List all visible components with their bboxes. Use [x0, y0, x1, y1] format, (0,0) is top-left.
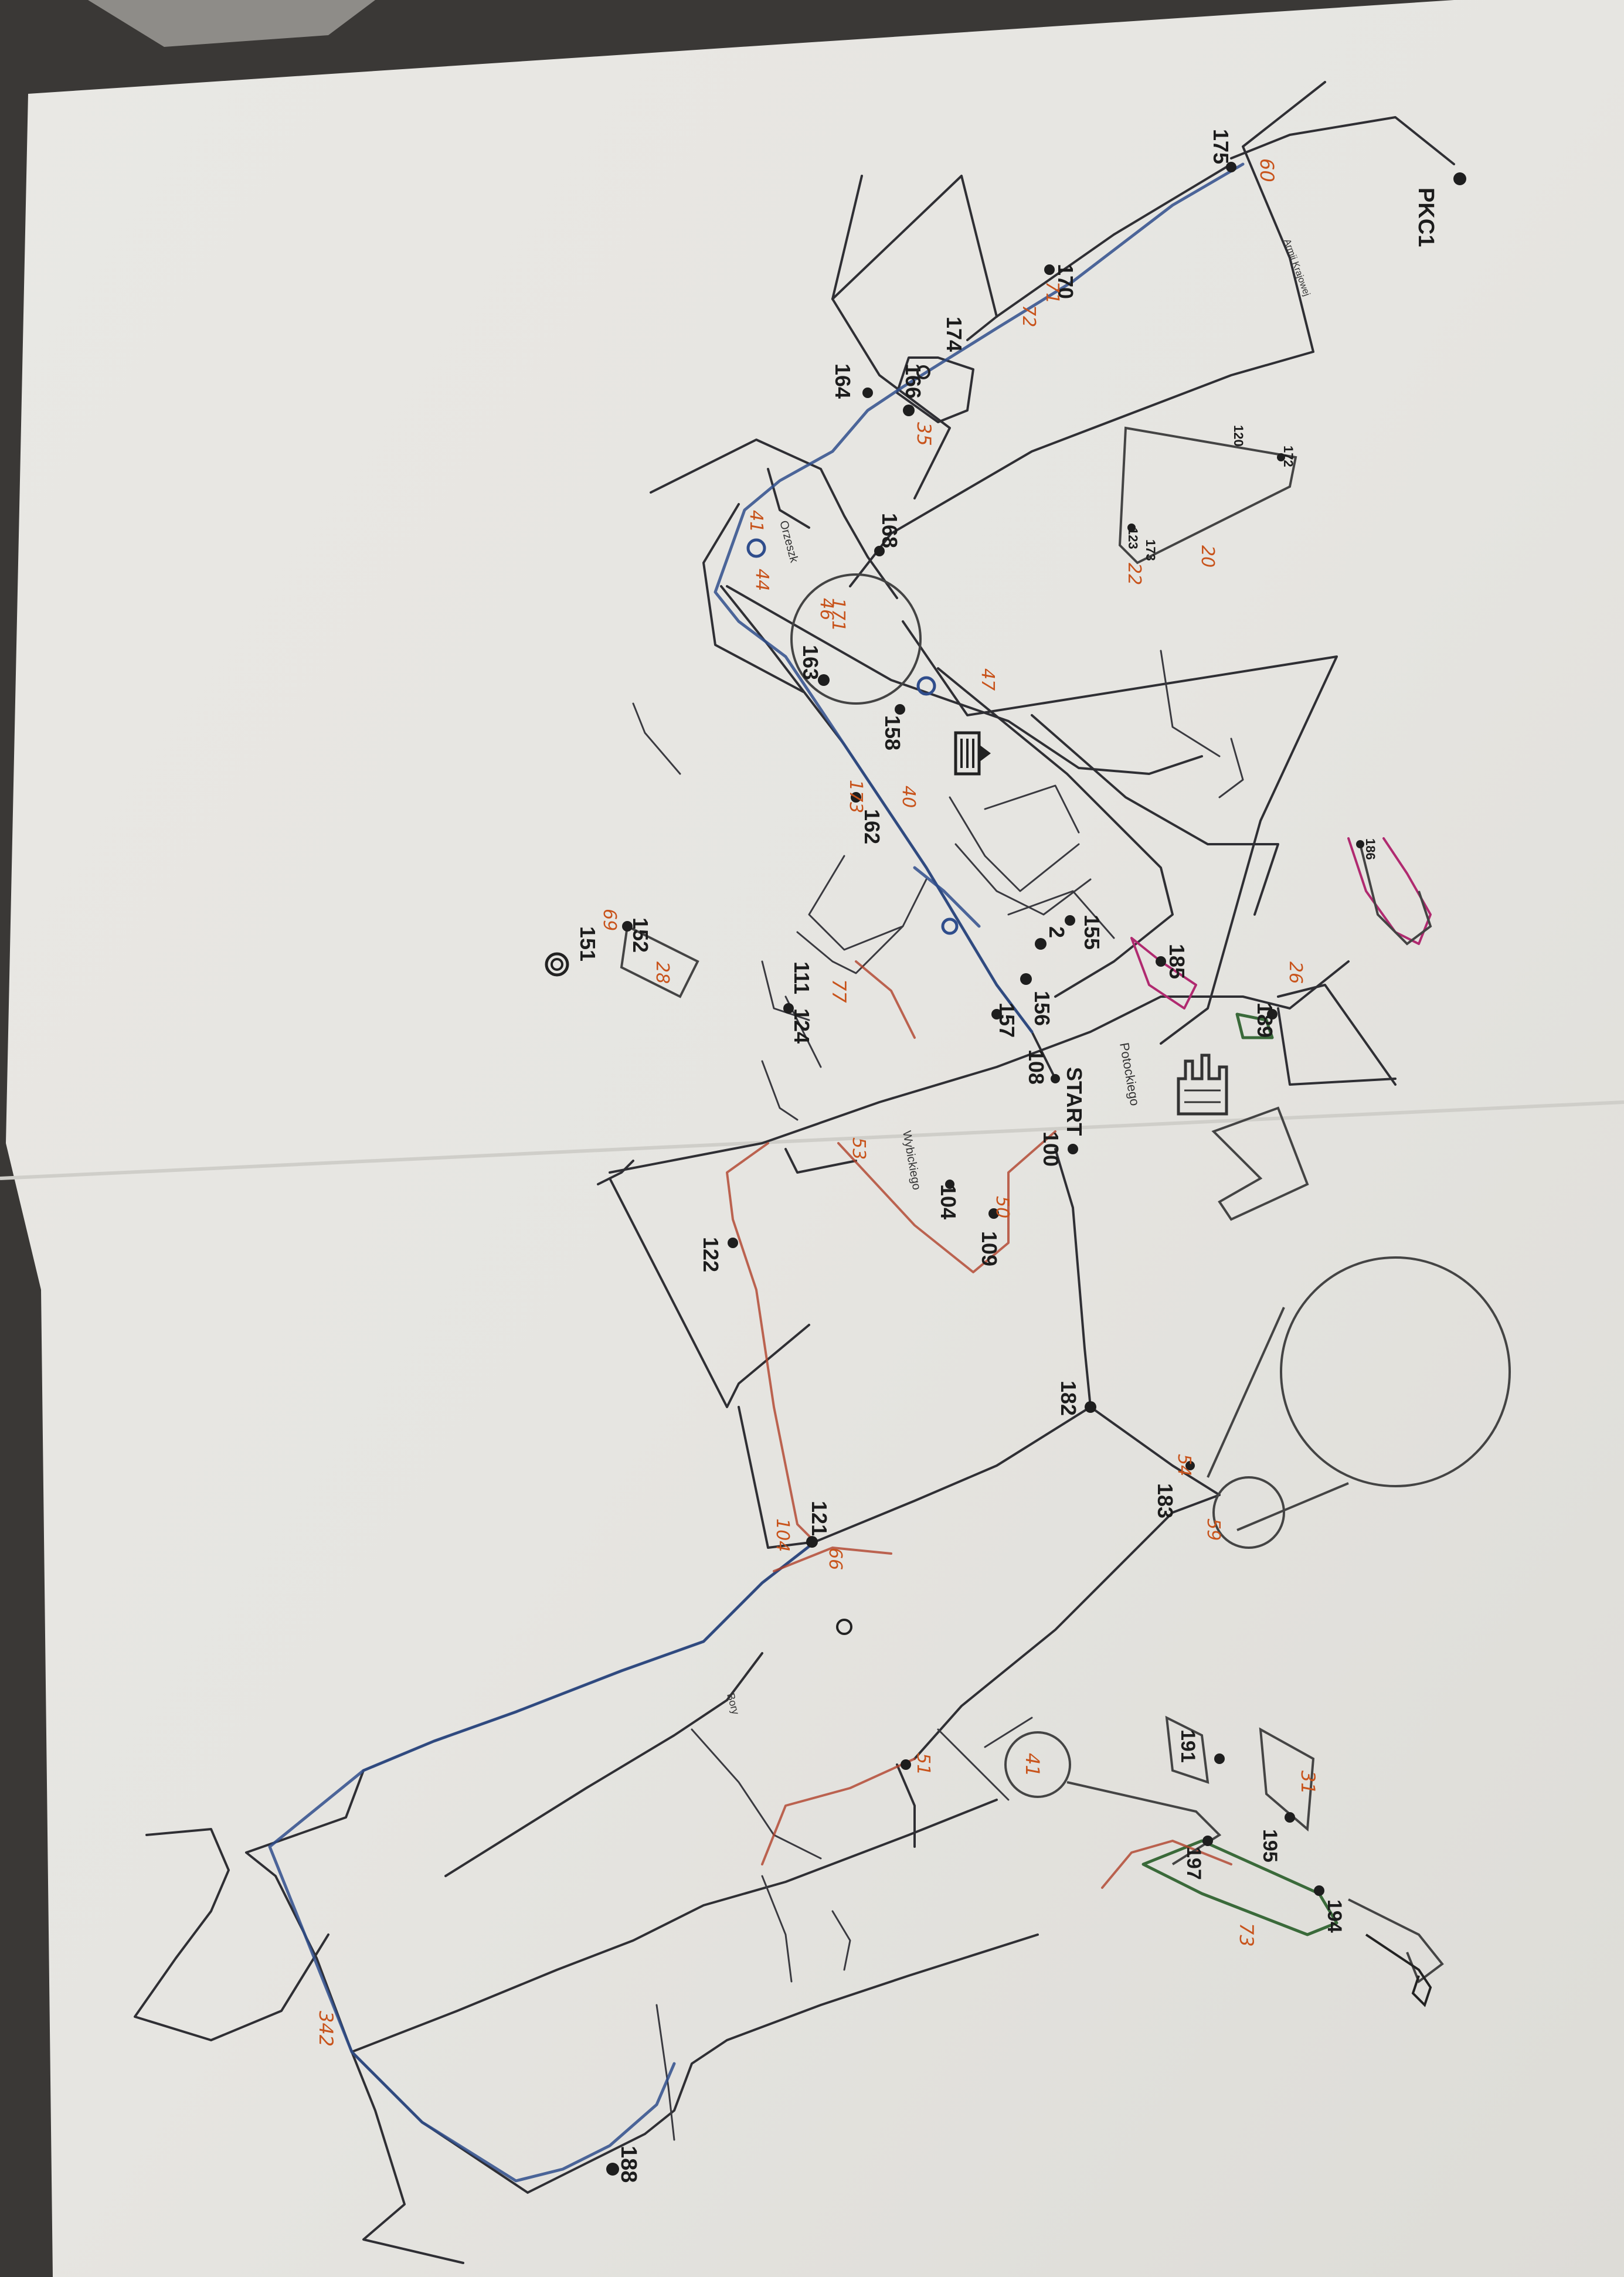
cp-label: 185	[1165, 944, 1189, 979]
loop-symbol	[746, 538, 766, 558]
cp-label: 109	[977, 1231, 1001, 1266]
checkpoint-labels: PKC1 175 170 174 164 166 168 163 158 162…	[576, 129, 1438, 2183]
cp-label: 123	[1126, 528, 1140, 549]
cp-label: 163	[799, 645, 823, 680]
cp-label: 157	[995, 1002, 1019, 1038]
note: 22	[1124, 563, 1144, 585]
inset-frames	[620, 426, 1511, 1984]
note: 173	[845, 780, 866, 813]
loop-symbol	[916, 365, 930, 379]
note: 104	[772, 1518, 793, 1552]
note: 71	[1042, 281, 1062, 304]
loop-symbol	[941, 917, 959, 935]
cp-label: 174	[942, 317, 966, 352]
cp-label: 104	[936, 1184, 960, 1219]
checkpoint-markers	[606, 162, 1466, 2176]
paper-fold	[0, 1100, 1624, 1180]
cp-label: 186	[1363, 838, 1378, 860]
cp-label: 2	[1045, 926, 1069, 938]
cp-label: 111	[790, 961, 814, 994]
cp-label: 168	[878, 513, 902, 548]
note: 77	[828, 979, 850, 1003]
cp-label: PKC1	[1414, 188, 1438, 247]
loop-symbol	[836, 1619, 852, 1635]
note: 342	[315, 2011, 337, 2047]
cp-label: 183	[1153, 1483, 1177, 1518]
cp-label: 108	[1024, 1049, 1048, 1085]
cp-label: 188	[616, 2146, 641, 2183]
route-overlays	[268, 162, 1432, 2183]
loop-symbol	[545, 952, 569, 977]
cp-label: 124	[790, 1008, 814, 1044]
note: 51	[913, 1753, 933, 1775]
note: 41	[746, 510, 766, 532]
cp-label: 182	[1056, 1381, 1081, 1416]
note: 47	[977, 668, 998, 691]
cp-label: 120	[1231, 425, 1246, 447]
teardrop-loop	[1365, 1933, 1432, 2007]
cp-label: 158	[881, 715, 905, 750]
cp-label: 152	[628, 917, 653, 953]
cp-label: START	[1062, 1067, 1086, 1136]
note: 59	[1203, 1518, 1224, 1541]
note: 73	[1235, 1923, 1258, 1947]
cp-label: 191	[1177, 1729, 1199, 1763]
cp-label: 175	[1209, 129, 1233, 164]
note: 20	[1197, 545, 1218, 567]
cp-label: 122	[699, 1237, 723, 1272]
cp-label: 194	[1323, 1899, 1346, 1933]
church-icon	[954, 731, 991, 776]
cp-label: 173	[1143, 539, 1158, 561]
cp-label: 195	[1259, 1829, 1281, 1863]
loop-symbol	[551, 958, 563, 971]
note: 60	[1256, 158, 1278, 182]
cp-label: 164	[831, 363, 855, 399]
note: 69	[599, 909, 620, 931]
cp-label: 155	[1080, 915, 1104, 950]
note: 28	[652, 961, 672, 984]
background-object	[88, 0, 375, 47]
note: 72	[1018, 305, 1039, 327]
note: 66	[825, 1548, 845, 1570]
cp-label: 156	[1030, 991, 1054, 1026]
handwritten-notes: 60 71 72 35 41 44 46 171 40 173 47 77 69…	[315, 158, 1319, 2047]
cp-label: 162	[860, 809, 884, 844]
cp-label: 100	[1039, 1131, 1063, 1167]
cp-label: 170	[1054, 264, 1078, 299]
note: 41	[1021, 1753, 1044, 1777]
cp-label: 151	[576, 926, 600, 961]
cp-label: 172	[1281, 446, 1296, 467]
note: 50	[992, 1196, 1013, 1218]
cp-label: 166	[901, 363, 925, 399]
cp-label: 121	[807, 1501, 831, 1536]
note: 171	[828, 598, 848, 631]
note: 53	[848, 1137, 869, 1160]
note: 40	[898, 786, 919, 808]
note: 46	[816, 598, 837, 620]
note: 26	[1285, 961, 1306, 984]
note: 54	[1174, 1454, 1194, 1476]
cp-label: 189	[1253, 1002, 1277, 1038]
castle-icon	[1177, 1053, 1228, 1116]
cp-label: 197	[1183, 1847, 1205, 1880]
note: 31	[1297, 1770, 1319, 1795]
loop-symbol	[916, 676, 936, 696]
note: 44	[752, 569, 772, 591]
note: 35	[913, 422, 935, 446]
